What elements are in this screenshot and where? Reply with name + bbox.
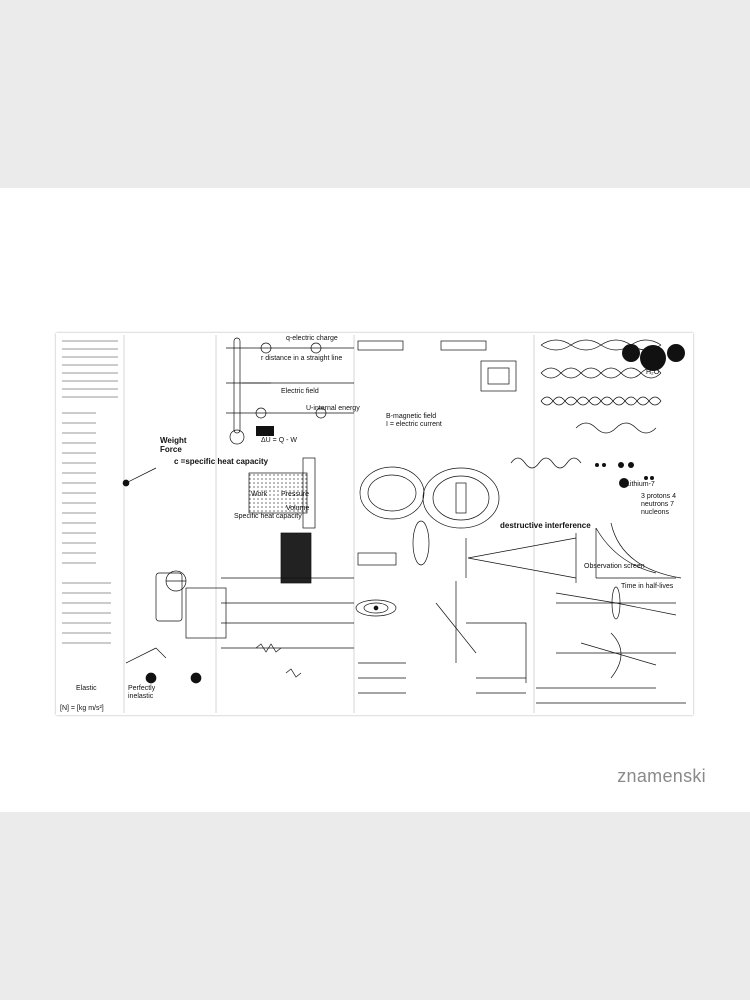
charge-label: q-electric charge (286, 335, 338, 342)
poster-drawings (62, 335, 686, 713)
volume-label: Volume (286, 505, 310, 512)
artist-watermark: znamenski (617, 766, 706, 786)
work-label: Work (251, 491, 268, 498)
heat-capacity-label: c =specific heat capacity (174, 457, 269, 466)
water-label: H₂O (646, 369, 660, 376)
electric-current-label: I = electric current (386, 421, 442, 428)
destructive-interference-label: destructive interference (500, 521, 591, 530)
first-law-label: ΔU = Q - W (261, 437, 297, 444)
weight-label: Weight (160, 436, 187, 445)
specific-heat-table-label: Specific heat capacity (234, 513, 302, 520)
half-lives-label: Time in half-lives (621, 583, 674, 590)
electric-field-label: Electric field (281, 388, 319, 395)
nucleons-label: 3 protons 4 neutrons 7 nucleons (641, 493, 677, 516)
distance-label: r distance in a straight line (261, 355, 343, 362)
units-label: [N] = [kg m/s²] (60, 705, 104, 712)
top-gray-band (0, 0, 750, 188)
lithium-label: Lithium-7 (626, 481, 655, 488)
bottom-gray-band (0, 812, 750, 1000)
physics-formula-poster: q-electric charge r distance in a straig… (56, 333, 693, 715)
elastic-label: Elastic (76, 685, 97, 692)
inelastic-label: Perfectly inelastic (128, 685, 156, 700)
pressure-label: Pressure (281, 491, 310, 498)
observation-screen-label: Observation screen (584, 563, 645, 570)
force-label: Force (160, 445, 182, 454)
magnetic-field-label: B-magnetic field (386, 413, 437, 420)
internal-energy-label: U-internal energy (306, 405, 360, 412)
